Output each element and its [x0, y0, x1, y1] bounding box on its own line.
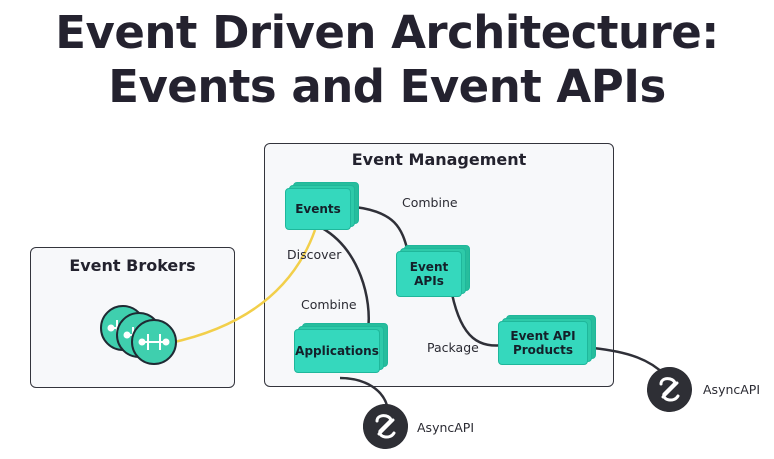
- eventapis-to-products-connector: [450, 293, 506, 347]
- event-api-products-label: Event API Products: [498, 321, 588, 365]
- event-api-products-node[interactable]: Event API Products: [498, 315, 598, 367]
- events-to-applications-connector: [321, 226, 370, 331]
- package-label: Package: [427, 340, 479, 355]
- applications-label: Applications: [294, 329, 380, 373]
- products-to-asyncapi-connector: [592, 346, 666, 376]
- combine-label-top: Combine: [402, 195, 458, 210]
- discover-label: Discover: [287, 247, 342, 262]
- events-node[interactable]: Events: [285, 182, 361, 232]
- broker-circuit-icon: [100, 305, 177, 365]
- event-apis-label: Event APIs: [396, 251, 462, 297]
- applications-node[interactable]: Applications: [294, 323, 390, 375]
- events-label: Events: [285, 188, 351, 230]
- asyncapi-icon: [363, 404, 408, 449]
- asyncapi-icon: [647, 367, 692, 412]
- event-management-title: Event Management: [351, 150, 527, 169]
- event-apis-node[interactable]: Event APIs: [396, 245, 472, 297]
- asyncapi-label-right: AsyncAPI: [703, 382, 761, 397]
- title-line-1: Event Driven Architecture:: [55, 6, 719, 59]
- combine-label-bottom: Combine: [301, 297, 357, 312]
- event-brokers-title: Event Brokers: [69, 256, 196, 275]
- asyncapi-label-bottom: AsyncAPI: [417, 420, 475, 435]
- broker-link: [169, 229, 317, 345]
- title-line-2: Events and Event APIs: [108, 60, 666, 113]
